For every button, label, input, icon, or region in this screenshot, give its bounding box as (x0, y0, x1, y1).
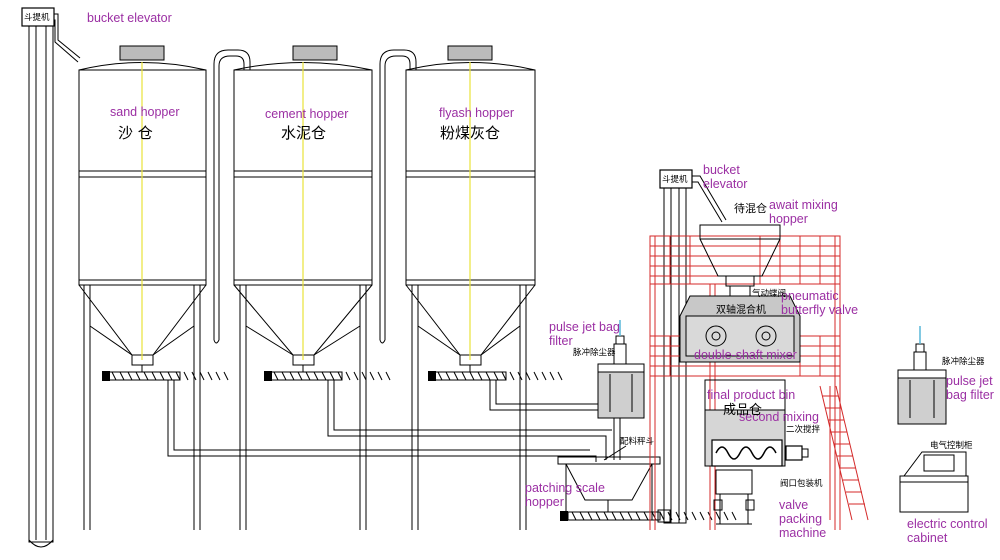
pulse-jet-bag-filter-right (897, 326, 947, 425)
flyash-silo (379, 45, 563, 530)
label-electric-control-line1: electric control (907, 517, 988, 531)
cn-label-pulse-left: 脉冲除尘器 (573, 347, 616, 358)
label-patching-scale-line2: hopper (525, 495, 564, 509)
label-pneumatic-line2: butterfly valve (781, 303, 858, 317)
label-await-mixing-line2: hopper (769, 212, 808, 226)
cn-label-await: 待混仓 (734, 201, 767, 215)
electric-control-cabinet (899, 451, 969, 513)
cn-label-sand: 沙 仓 (118, 124, 153, 142)
label-patching-scale-line1: patching scale (525, 481, 605, 495)
steel-platform (649, 235, 869, 530)
label-pneumatic-line1: pneumatic (781, 289, 839, 303)
cn-label-packing: 阀口包装机 (780, 478, 823, 489)
label-sand-hopper: sand hopper (110, 105, 180, 119)
cn-label-flyash: 粉煤灰仓 (440, 124, 500, 142)
label-pulse-jet-left-line2: filter (549, 334, 573, 348)
sand-silo (78, 45, 229, 530)
label-await-mixing-line1: await mixing (769, 198, 838, 212)
label-pulse-jet-left-line1: pulse jet bag (549, 320, 620, 334)
label-double-shaft-mixer: double-shaft mixer (694, 348, 797, 362)
label-final-product-bin: final product bin (707, 388, 795, 402)
cn-label-elevator-2: 斗提机 (662, 174, 688, 185)
cn-label-mixer: 双轴混合机 (716, 303, 766, 316)
label-bucket-elevator-2-line2: elevator (703, 177, 747, 191)
patching-scale-hopper (557, 445, 737, 523)
final-product-bin (704, 379, 809, 525)
cn-label-pneumatic: 气动蝶阀 (752, 288, 786, 299)
label-pulse-jet-right-line1: pulse jet (946, 374, 993, 388)
label-cement-hopper: cement hopper (265, 107, 348, 121)
cn-label-cement: 水泥仓 (281, 124, 326, 142)
label-electric-control-line2: cabinet (907, 531, 948, 545)
cn-label-final-bin: 成品仓 (723, 403, 762, 418)
label-second-mixing: second mixing (739, 410, 819, 424)
cement-silo (213, 45, 391, 530)
cn-label-scale: 配料秤斗 (620, 436, 655, 447)
label-pulse-jet-right-line2: bag filter (946, 388, 994, 402)
double-shaft-mixer (679, 295, 801, 363)
cn-label-elevator-1: 斗提机 (24, 12, 50, 23)
label-valve-packing-line1: valve (779, 498, 808, 512)
feed-pipes (167, 380, 621, 462)
cn-label-control: 电气控制柜 (930, 440, 973, 451)
pulse-jet-bag-filter-left (597, 320, 645, 419)
bucket-elevator-1 (21, 7, 81, 548)
bucket-elevator-2 (659, 169, 727, 524)
cn-label-second-mix: 二次搅拌 (786, 424, 821, 435)
label-bucket-elevator-2-line1: bucket (703, 163, 740, 177)
await-mixing-hopper (699, 224, 781, 297)
label-valve-packing-line2: packing (779, 512, 822, 526)
cn-label-pulse-right: 脉冲除尘器 (942, 356, 985, 367)
label-valve-packing-line3: machine (779, 526, 826, 540)
label-bucket-elevator-1: bucket elevator (87, 11, 172, 25)
label-flyash-hopper: flyash hopper (439, 106, 514, 120)
